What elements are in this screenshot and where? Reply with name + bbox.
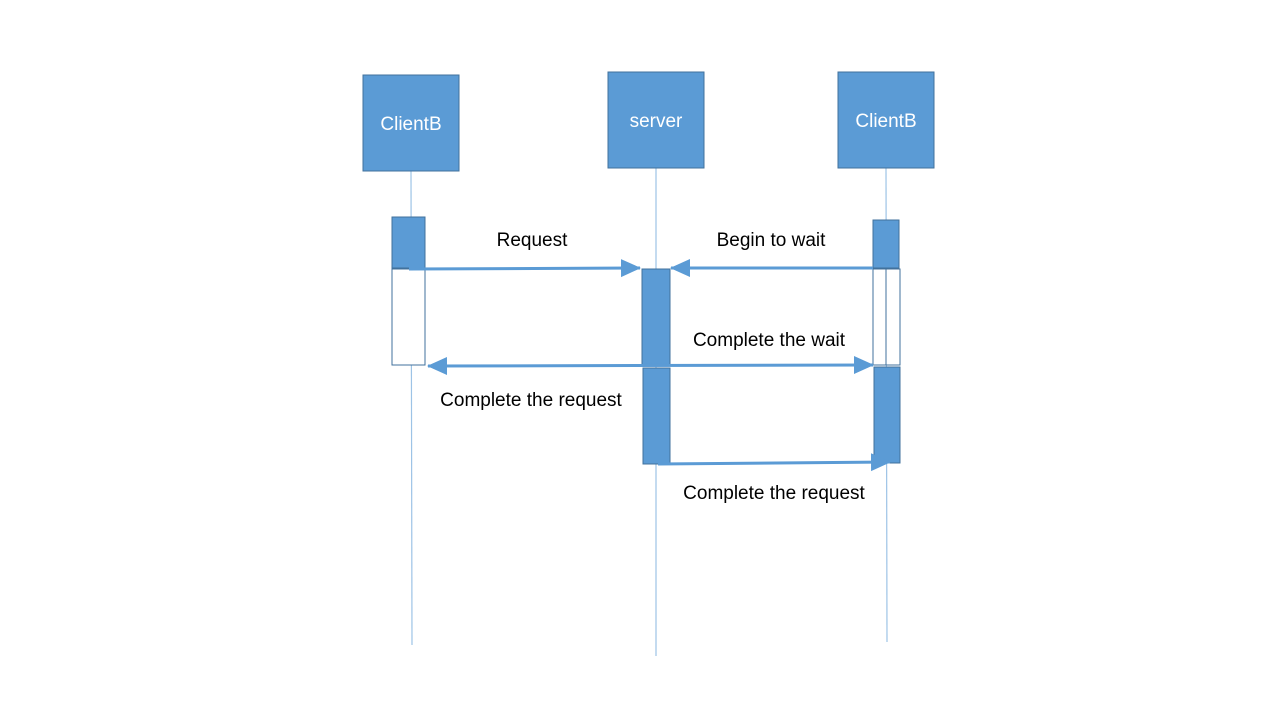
activation-bar-right-final xyxy=(873,366,901,464)
activation-bar-left-waiting xyxy=(391,268,426,366)
message-request: Request xyxy=(408,230,641,278)
activation-bar-server-first xyxy=(641,268,671,366)
message-label-complete-the-request-left: Complete the request xyxy=(440,390,622,411)
participant-clientb-right: ClientB xyxy=(837,71,935,169)
participant-clientb-left: ClientB xyxy=(362,74,460,172)
participant-label: server xyxy=(630,111,683,132)
message-complete-the-wait: Complete the wait xyxy=(427,330,874,375)
participant-server: server xyxy=(607,71,705,169)
message-label: Complete the request xyxy=(683,483,865,504)
message-begin-to-wait: Begin to wait xyxy=(670,230,873,277)
message-label: Begin to wait xyxy=(717,230,827,251)
activation-bar-server-second xyxy=(642,367,671,465)
participant-label: ClientB xyxy=(380,114,441,135)
participant-label: ClientB xyxy=(855,111,916,132)
activation-bar-right-active xyxy=(872,219,900,269)
activation-bar-left-active xyxy=(391,216,426,269)
message-label: Request xyxy=(497,230,568,251)
message-complete-the-request-right: Complete the request xyxy=(657,453,891,504)
message-label: Complete the wait xyxy=(693,330,846,351)
